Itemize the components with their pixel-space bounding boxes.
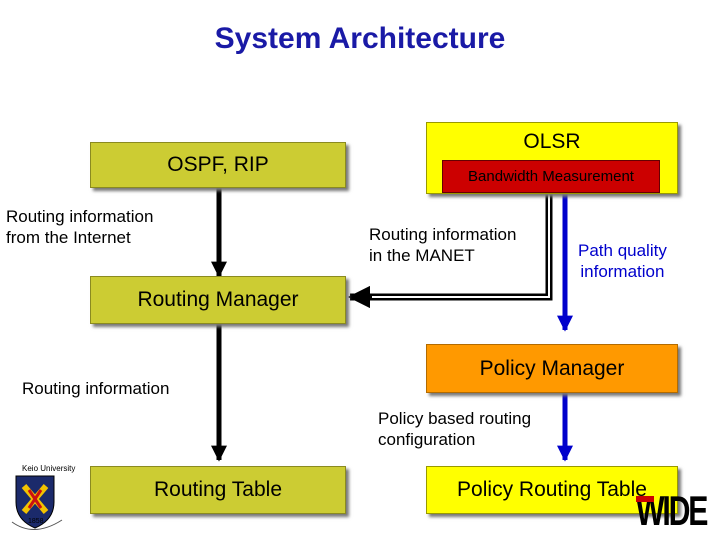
policy-manager-box: Policy Manager xyxy=(426,344,678,393)
routing-table-box: Routing Table xyxy=(90,466,346,514)
wide-logo-text: WIDE xyxy=(636,488,708,534)
policy-routing-table-label: Policy Routing Table xyxy=(457,478,647,501)
manet-routing-info-label: Routing information in the MANET xyxy=(369,225,517,265)
keio-university-logo: Keio University 1858 xyxy=(4,462,76,538)
routing-table-label: Routing Table xyxy=(153,478,283,501)
policy-manager-label: Policy Manager xyxy=(479,356,625,380)
routing-manager-box: Routing Manager xyxy=(90,276,346,324)
keio-logo-year: 1858 xyxy=(28,518,44,525)
keio-logo-caption: Keio University xyxy=(22,464,76,473)
policy-routing-table-box: Policy Routing Table xyxy=(426,466,678,514)
internet-routing-info-label: Routing information from the Internet xyxy=(6,207,154,247)
bandwidth-measurement-label: Bandwidth Measurement xyxy=(468,168,634,185)
routing-manager-label: Routing Manager xyxy=(137,288,299,311)
path-quality-label: Path quality information xyxy=(578,241,667,281)
wide-logo-accent xyxy=(636,496,654,502)
ospf-rip-label: OSPF, RIP xyxy=(167,153,269,176)
ospf-rip-box: OSPF, RIP xyxy=(90,142,346,188)
bandwidth-measurement-box: Bandwidth Measurement xyxy=(442,160,660,193)
routing-information-label: Routing information xyxy=(22,379,170,398)
page-title: System Architecture xyxy=(214,22,506,55)
policy-config-label: Policy based routing configuration xyxy=(378,409,532,449)
keio-crest-icon xyxy=(11,475,63,530)
wide-logo: WIDE xyxy=(636,488,720,540)
olsr-label: OLSR xyxy=(523,130,581,153)
